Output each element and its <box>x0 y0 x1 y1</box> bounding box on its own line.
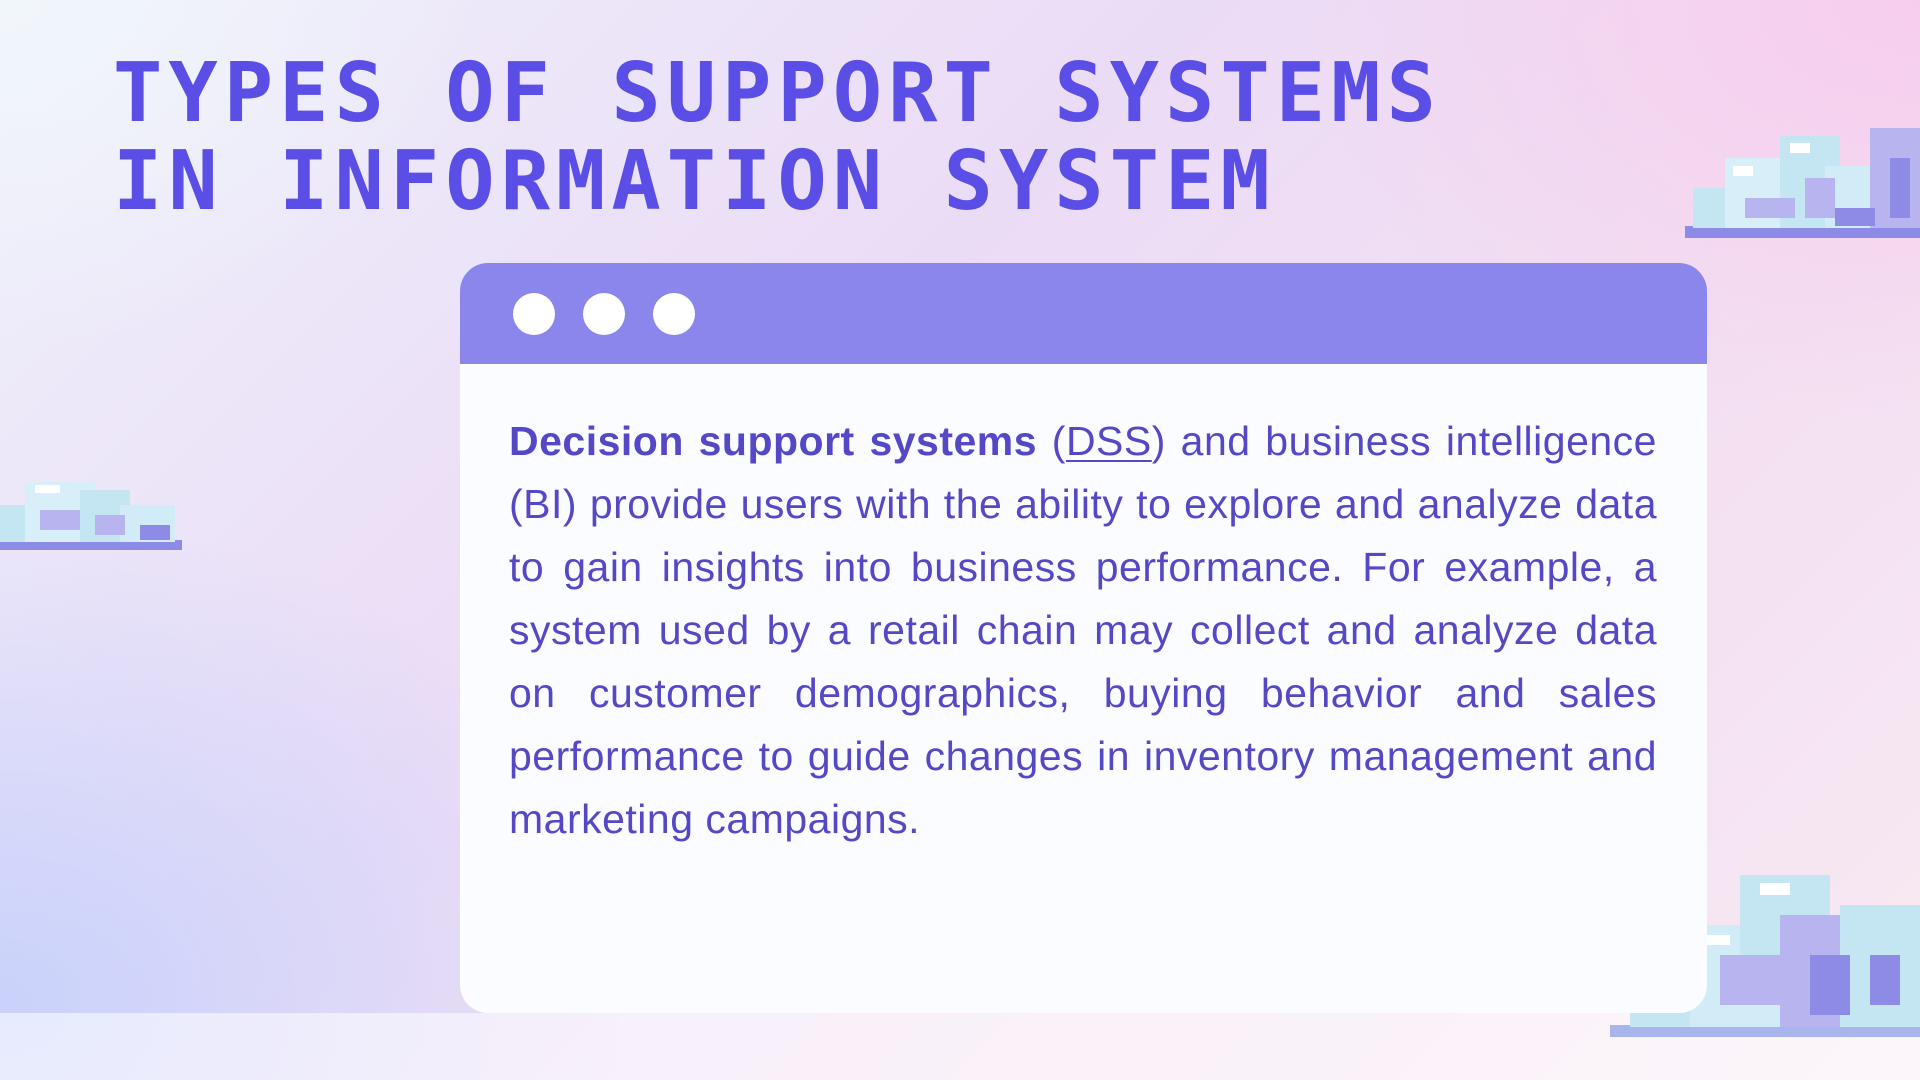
pixel-cloud-icon <box>1610 875 1920 1037</box>
pixel-cloud-icon <box>0 482 182 550</box>
window-dot-icon <box>513 293 555 335</box>
window-title-bar <box>460 263 1707 364</box>
title-line-1: TYPES OF SUPPORT SYSTEMS <box>113 46 1442 141</box>
paren-open: ( <box>1037 418 1066 464</box>
window-dot-icon <box>653 293 695 335</box>
page-title: TYPES OF SUPPORT SYSTEMS IN INFORMATION … <box>113 50 1713 226</box>
window-dot-icon <box>583 293 625 335</box>
pixel-cloud-icon <box>1685 128 1920 238</box>
paragraph-rest: ) and business intelligence (BI) provide… <box>509 418 1657 842</box>
title-line-2: IN INFORMATION SYSTEM <box>113 134 1276 229</box>
content-window: Decision support systems (DSS) and busin… <box>460 263 1707 1013</box>
dss-abbreviation: DSS <box>1065 418 1152 464</box>
floor-band <box>0 1013 1920 1080</box>
body-paragraph: Decision support systems (DSS) and busin… <box>509 410 1657 851</box>
bold-lead-term: Decision support systems <box>509 418 1038 464</box>
